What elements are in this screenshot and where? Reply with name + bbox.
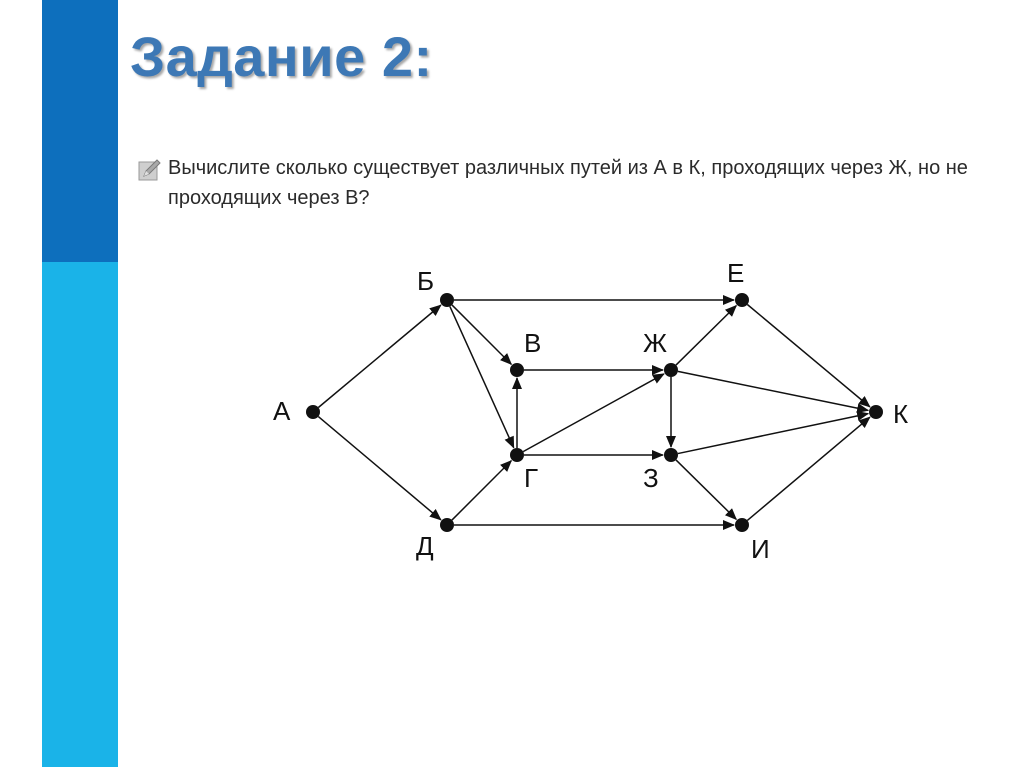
node-label-G: Г [524,463,538,493]
node-A [306,405,320,419]
node-Z [664,448,678,462]
node-label-V: В [524,328,541,358]
edge-B-G [449,306,515,449]
node-label-Z: З [643,463,659,493]
node-label-A: А [273,396,291,426]
node-V [510,363,524,377]
node-label-K: К [893,399,908,429]
edge-Z-K [677,411,870,455]
sidebar-accent-light [42,262,118,767]
task-block: Вычислите сколько существует различных п… [138,153,998,213]
slide-title: Задание 2: [130,25,433,88]
edge-Zh-K [677,370,870,414]
node-E [735,293,749,307]
node-label-I: И [751,534,770,564]
edge-A-D [317,415,442,521]
node-K [869,405,883,419]
edge-I-K [746,416,871,522]
edge-D-G [451,459,513,521]
node-D [440,518,454,532]
node-label-D: Д [416,531,434,561]
sidebar-accent-dark [42,0,118,262]
edge-E-K [746,303,871,408]
node-G [510,448,524,462]
edge-B-V [451,304,513,366]
task-text: Вычислите сколько существует различных п… [168,157,968,209]
node-label-E: Е [727,258,744,288]
edge-A-B [317,304,442,409]
node-I [735,518,749,532]
node-B [440,293,454,307]
edge-Z-I [675,459,738,521]
pencil-icon [138,159,161,181]
node-label-B: Б [417,266,434,296]
node-Zh [664,363,678,377]
edge-G-Zh [522,373,665,453]
edge-Zh-E [675,304,738,366]
node-label-Zh: Ж [643,328,667,358]
